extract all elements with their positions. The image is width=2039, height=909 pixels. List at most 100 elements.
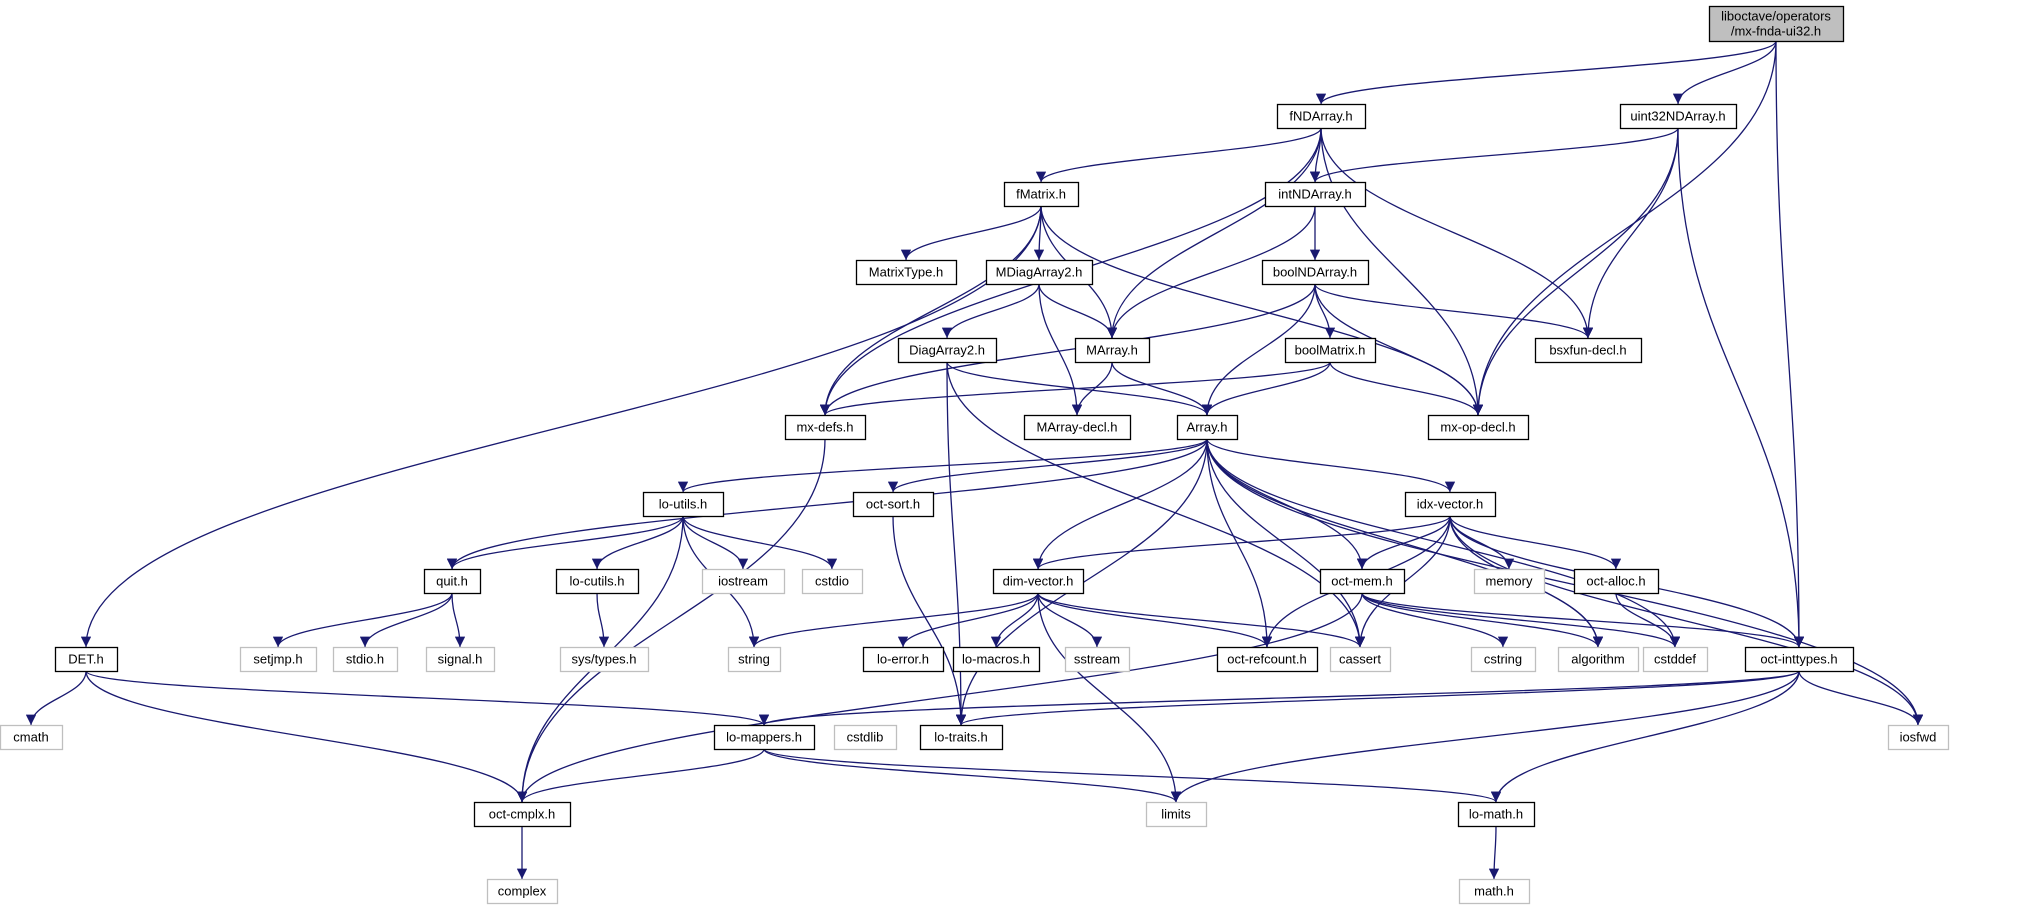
node-layer: liboctave/operators/mx-fnda-ui32.h fNDArr… (0, 5, 1950, 905)
edge-uint32NDArray-to-octinttypes (1677, 127, 1805, 648)
node-label: cassert (1339, 652, 1381, 667)
edge-loutils-to-locutils (591, 515, 684, 570)
node-DiagArray2[interactable]: DiagArray2.h (897, 337, 998, 364)
edge-octmem-to-octcmplx (516, 592, 1363, 803)
edge-Array-to-iosfwd (1206, 438, 1924, 726)
node-box (701, 568, 786, 595)
node-lomath[interactable]: lo-math.h (1457, 801, 1536, 828)
node-label: oct-mem.h (1331, 574, 1392, 589)
node-box (897, 337, 998, 364)
node-box (642, 491, 725, 518)
node-cassert: cassert (1329, 646, 1392, 673)
node-lotraits[interactable]: lo-traits.h (919, 724, 1004, 751)
edge-DiagArray2-to-cassert (946, 361, 1366, 648)
node-label: oct-sort.h (866, 497, 920, 512)
node-box (713, 724, 816, 751)
edge-dimvector-to-cassert (1037, 592, 1366, 648)
node-setjmp: setjmp.h (239, 646, 318, 673)
node-lomappers[interactable]: lo-mappers.h (713, 724, 816, 751)
edge-locutils-to-systypes (596, 592, 610, 648)
node-loerror[interactable]: lo-error.h (862, 646, 945, 673)
node-box (1176, 414, 1239, 441)
node-box (862, 646, 945, 673)
node-MDiagArray2[interactable]: MDiagArray2.h (985, 259, 1094, 286)
edge-root-to-uint32NDArray (1672, 40, 1777, 105)
node-label: dim-vector.h (1003, 574, 1074, 589)
node-box (727, 646, 782, 673)
node-label: MDiagArray2.h (996, 265, 1083, 280)
node-mxopdecl[interactable]: mx-op-decl.h (1427, 414, 1530, 441)
node-quit[interactable]: quit.h (423, 568, 482, 595)
node-octsort[interactable]: oct-sort.h (852, 491, 935, 518)
edge-dimvector-to-string (748, 592, 1039, 648)
edge-Array-to-quit (446, 438, 1208, 570)
node-idxvector[interactable]: idx-vector.h (1404, 491, 1497, 518)
node-box (1064, 646, 1131, 673)
node-MArray[interactable]: MArray.h (1074, 337, 1151, 364)
edge-MArray-to-Array (1111, 361, 1213, 416)
node-MArraydecl[interactable]: MArray-decl.h (1023, 414, 1132, 441)
edge-uint32NDArray-to-intNDArray (1309, 127, 1679, 183)
node-label: math.h (1474, 884, 1514, 899)
node-octalloc[interactable]: oct-alloc.h (1573, 568, 1660, 595)
edge-root-to-mxopdecl (1472, 40, 1777, 416)
node-loutils[interactable]: lo-utils.h (642, 491, 725, 518)
node-Array[interactable]: Array.h (1176, 414, 1239, 441)
edge-boolNDArray-to-mxdefs (819, 283, 1316, 416)
node-root[interactable]: liboctave/operators/mx-fnda-ui32.h (1708, 5, 1845, 43)
node-box (1074, 337, 1151, 364)
node-box (1642, 646, 1709, 673)
edge-lomath-to-mathh (1488, 825, 1500, 880)
node-locutils[interactable]: lo-cutils.h (555, 568, 640, 595)
edge-idxvector-to-dimvector (1032, 515, 1451, 570)
node-fNDArray[interactable]: fNDArray.h (1276, 103, 1367, 130)
edge-fMatrix-to-MatrixType (900, 205, 1042, 261)
node-label: boolMatrix.h (1295, 343, 1366, 358)
node-box (1619, 103, 1738, 130)
node-lomacros[interactable]: lo-macros.h (952, 646, 1041, 673)
node-dimvector[interactable]: dim-vector.h (992, 568, 1085, 595)
node-bsxfun[interactable]: bsxfun-decl.h (1534, 337, 1643, 364)
node-boolMatrix[interactable]: boolMatrix.h (1284, 337, 1377, 364)
edge-octmem-to-cstring (1361, 592, 1509, 648)
node-box (1470, 646, 1537, 673)
node-label: lo-macros.h (962, 652, 1030, 667)
node-box (1708, 5, 1845, 43)
edge-Array-to-cassert (1206, 438, 1366, 648)
edge-Array-to-idxvector (1206, 438, 1456, 493)
node-label: sstream (1074, 652, 1120, 667)
node-iostream: iostream (701, 568, 786, 595)
node-uint32NDArray[interactable]: uint32NDArray.h (1619, 103, 1738, 130)
node-box (855, 259, 958, 286)
node-label: iostream (718, 574, 768, 589)
edge-octmem-to-algorithm (1361, 592, 1604, 648)
node-box (1284, 337, 1377, 364)
node-DET[interactable]: DET.h (54, 646, 119, 673)
node-box (1276, 103, 1367, 130)
edge-DET-to-octcmplx (85, 670, 528, 803)
node-label: lo-mappers.h (726, 730, 802, 745)
node-box (1329, 646, 1392, 673)
node-octinttypes[interactable]: oct-inttypes.h (1744, 646, 1855, 673)
node-intNDArray[interactable]: intNDArray.h (1264, 181, 1367, 208)
node-box (1023, 414, 1132, 441)
node-fMatrix[interactable]: fMatrix.h (1003, 181, 1080, 208)
node-label: quit.h (436, 574, 468, 589)
node-label: stdio.h (346, 652, 384, 667)
node-label: lo-math.h (1469, 807, 1523, 822)
node-box (473, 801, 572, 828)
node-boolNDArray[interactable]: boolNDArray.h (1261, 259, 1370, 286)
node-mxdefs[interactable]: mx-defs.h (784, 414, 867, 441)
node-MatrixType[interactable]: MatrixType.h (855, 259, 958, 286)
node-box (239, 646, 318, 673)
node-label: lo-error.h (877, 652, 929, 667)
node-box (425, 646, 496, 673)
edge-root-to-octinttypes (1775, 40, 1805, 648)
node-octcmplx[interactable]: oct-cmplx.h (473, 801, 572, 828)
node-octmem[interactable]: oct-mem.h (1319, 568, 1406, 595)
edge-root-to-fNDArray (1315, 40, 1777, 105)
node-systypes: sys/types.h (559, 646, 650, 673)
edge-octinttypes-to-lomath (1490, 670, 1800, 803)
node-octrefcount[interactable]: oct-refcount.h (1216, 646, 1319, 673)
edge-loutils-to-cstdio (682, 515, 838, 570)
